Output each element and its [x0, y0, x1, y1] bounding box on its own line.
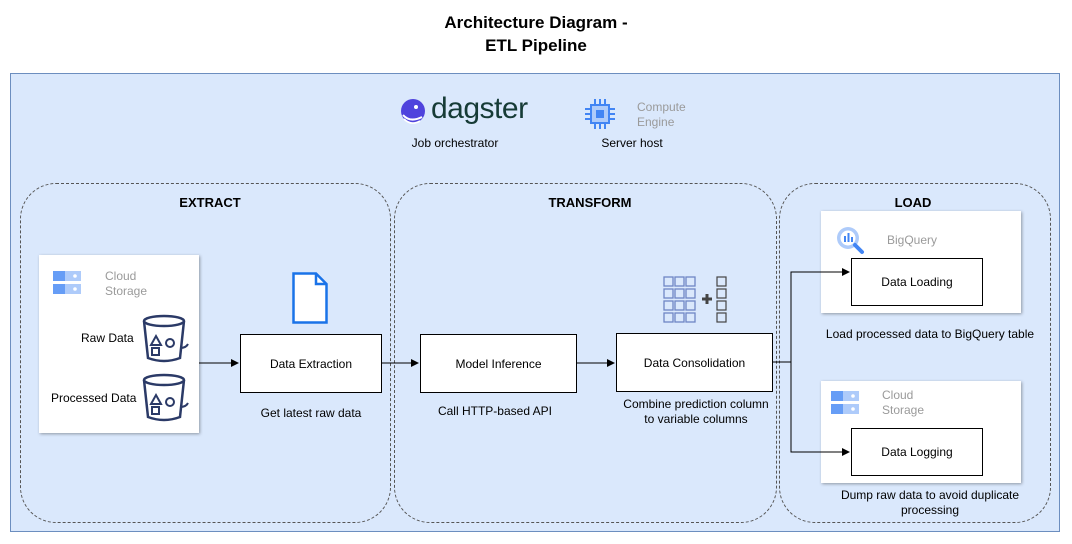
diagram-title-line1: Architecture Diagram -: [444, 13, 628, 32]
dagster-logo-icon: [398, 97, 428, 127]
model-inference-caption: Call HTTP-based API: [437, 404, 553, 418]
cloud-storage-icon: [52, 270, 82, 296]
data-loading-caption: Load processed data to BigQuery table: [825, 327, 1035, 341]
cloud-storage-label-2: Storage: [105, 284, 148, 298]
compute-engine-chip-icon: [584, 98, 616, 130]
bigquery-label: BigQuery: [887, 233, 938, 247]
dagster-wordmark: dagster: [431, 92, 528, 125]
raw-data-bucket-icon: [140, 314, 189, 364]
data-logging-box: Data Logging: [851, 428, 983, 476]
processed-data-bucket-icon: [140, 373, 189, 423]
data-loading-box: Data Loading: [851, 258, 983, 306]
transform-stage: [394, 183, 777, 523]
raw-data-label: Raw Data: [81, 331, 134, 345]
extract-stage-label: EXTRACT: [179, 195, 241, 210]
data-consolidation-box: Data Consolidation: [616, 333, 773, 392]
cloud-storage-label-1: Cloud: [105, 269, 137, 283]
data-logging-caption-2: processing: [900, 503, 960, 517]
cloud-storage-icon: [830, 390, 860, 416]
data-consolidation-caption-1: Combine prediction column: [623, 397, 769, 411]
load-cloud-storage-label-1: Cloud: [882, 388, 914, 402]
compute-engine-label-1: Compute: [637, 100, 686, 114]
compute-engine-caption: Server host: [601, 136, 663, 150]
consolidation-to-logging-arrow: [790, 362, 850, 456]
table-merge-icon: [663, 276, 729, 324]
data-extraction-caption: Get latest raw data: [260, 406, 362, 420]
diagram-title-line2: ETL Pipeline: [485, 36, 587, 55]
document-icon: [292, 272, 328, 324]
load-cloud-storage-label-2: Storage: [882, 403, 925, 417]
model-inference-box: Model Inference: [420, 334, 577, 393]
data-extraction-box: Data Extraction: [240, 334, 382, 393]
load-stage: [779, 183, 1051, 523]
dagster-caption: Job orchestrator: [411, 136, 499, 150]
load-stage-label: LOAD: [894, 195, 932, 210]
consolidation-to-loading-arrow: [773, 268, 850, 363]
extract-stage: [20, 183, 391, 523]
compute-engine-label-2: Engine: [637, 115, 675, 129]
data-consolidation-caption-2: to variable columns: [644, 412, 748, 426]
data-logging-caption-1: Dump raw data to avoid duplicate: [840, 488, 1020, 502]
processed-data-label: Processed Data: [51, 391, 137, 405]
bigquery-icon: [835, 225, 865, 255]
transform-stage-label: TRANSFORM: [548, 195, 632, 210]
